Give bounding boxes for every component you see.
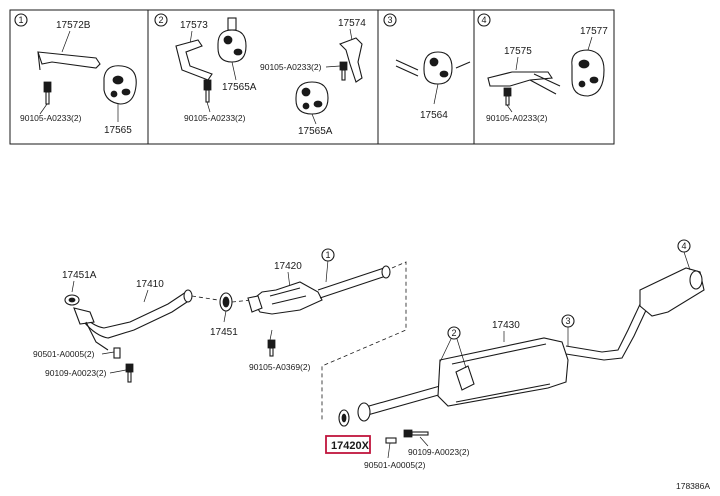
panel-3-index: 3 (383, 13, 397, 27)
panel-3-hanger-label[interactable]: 17564 (420, 110, 448, 121)
panel-2-bolt-label[interactable]: 90105-A0233(2) (184, 113, 246, 123)
spring-b-label[interactable]: 90501-A0005(2) (364, 460, 426, 470)
assembly-dashed-line (321, 261, 407, 420)
bolt-90105-a0369[interactable] (267, 339, 276, 357)
gasket-mid-label[interactable]: 17451 (210, 327, 238, 338)
panel-1-hanger-label[interactable]: 17565 (104, 125, 132, 136)
callout-3-label: 3 (565, 316, 570, 326)
bolt-a-label[interactable]: 90109-A0023(2) (45, 368, 107, 378)
panel-2-pipe-b-label[interactable]: 17574 (338, 18, 366, 29)
hanger-pipe-17574[interactable] (339, 37, 363, 83)
tail-pipe-label[interactable]: 17430 (492, 320, 520, 331)
callout-4: 4 (677, 239, 691, 271)
hanger-pipe-17573[interactable] (175, 39, 213, 81)
bolt-90109-a0023[interactable] (125, 363, 134, 383)
panel-2: 2 17573 17565A 90105-A0233(2) 17574 9010… (154, 13, 366, 137)
panel-1-index-label: 1 (18, 15, 23, 25)
center-pipe-label[interactable]: 17420 (274, 261, 302, 272)
gasket-front-label[interactable]: 17451A (62, 270, 97, 281)
pipe-stub (529, 79, 557, 95)
pipe-stub (395, 65, 419, 77)
rubber-hanger-17565a-b[interactable] (295, 81, 329, 115)
callout-2: 2 (439, 326, 467, 369)
bolt-c-label[interactable]: 90105-A0369(2) (249, 362, 311, 372)
spring-90501-a0005[interactable] (113, 347, 121, 359)
rubber-hanger-17565a[interactable] (217, 17, 247, 63)
callout-1: 1 (321, 248, 335, 283)
pipe-stub (395, 59, 419, 71)
rubber-hanger-17564[interactable] (423, 51, 453, 85)
panel-2-pipe-label[interactable]: 17573 (180, 20, 208, 31)
panel-2-hanger-label[interactable]: 17565A (222, 82, 257, 93)
bolt-90109-a0023-b[interactable] (403, 429, 429, 438)
pipe-stub (455, 61, 471, 69)
callout-1-label: 1 (325, 250, 330, 260)
hanger-bracket-17572b[interactable] (37, 51, 101, 69)
panel-1: 1 17572B 90105-A0233(2) 17565 (14, 13, 137, 136)
panel-2-index-label: 2 (158, 15, 163, 25)
bolt-b-label[interactable]: 90109-A0023(2) (408, 447, 470, 457)
panel-2-index: 2 (154, 13, 168, 27)
panel-4-bolt-label[interactable]: 90105-A0233(2) (486, 113, 548, 123)
callout-2-label: 2 (451, 328, 456, 338)
tail-pipe-17430[interactable] (361, 267, 705, 417)
panel-1-bolt-label[interactable]: 90105-A0233(2) (20, 113, 82, 123)
hanger-bracket-17575[interactable] (487, 71, 553, 87)
highlight-part-box[interactable] (325, 435, 371, 454)
callout-3: 3 (561, 314, 575, 346)
panel-4-index: 4 (477, 13, 491, 27)
pipe-stub (533, 73, 561, 87)
panel-2-hanger-b-label[interactable]: 17565A (298, 126, 333, 137)
bolt-90105-a0233-p1[interactable] (43, 81, 52, 105)
rubber-hanger-17577[interactable] (571, 49, 605, 97)
panel-4-index-label: 4 (481, 15, 486, 25)
panel-3-index-label: 3 (387, 15, 392, 25)
panel-1-bracket-label[interactable]: 17572B (56, 20, 91, 31)
flange-tail-inlet[interactable] (357, 402, 371, 422)
bolt-90105-a0233-p4[interactable] (503, 87, 512, 106)
highlight-part-label[interactable]: 17420X (331, 440, 370, 452)
front-pipe-label[interactable]: 17410 (136, 279, 164, 290)
bolt-90105-a0233-p2b[interactable] (339, 61, 348, 81)
panel-4-bracket-label[interactable]: 17575 (504, 46, 532, 57)
panel-1-index: 1 (14, 13, 28, 27)
front-pipe-17410[interactable] (73, 289, 193, 351)
center-pipe-17420[interactable] (247, 265, 391, 315)
panel-3: 3 17564 (383, 13, 471, 121)
drawing-code: 178386A (676, 481, 710, 491)
assembly-dashed-line (191, 295, 219, 301)
rubber-hanger-17565[interactable] (103, 65, 137, 105)
panel-4-hanger-label[interactable]: 17577 (580, 26, 608, 37)
top-panel-frame (9, 9, 615, 145)
panel-4: 4 17575 17577 90105-A0233(2) (477, 13, 608, 123)
bolt-90105-a0233-p2[interactable] (203, 79, 212, 103)
panel-2-bolt-b-label[interactable]: 90105-A0233(2) (260, 62, 322, 72)
top-panels (9, 9, 615, 145)
spring-90501-a0005-b[interactable] (385, 437, 397, 444)
spring-label[interactable]: 90501-A0005(2) (33, 349, 95, 359)
callout-4-label: 4 (681, 241, 686, 251)
main-assembly: 17451A 17410 17451 17420 (33, 239, 705, 470)
